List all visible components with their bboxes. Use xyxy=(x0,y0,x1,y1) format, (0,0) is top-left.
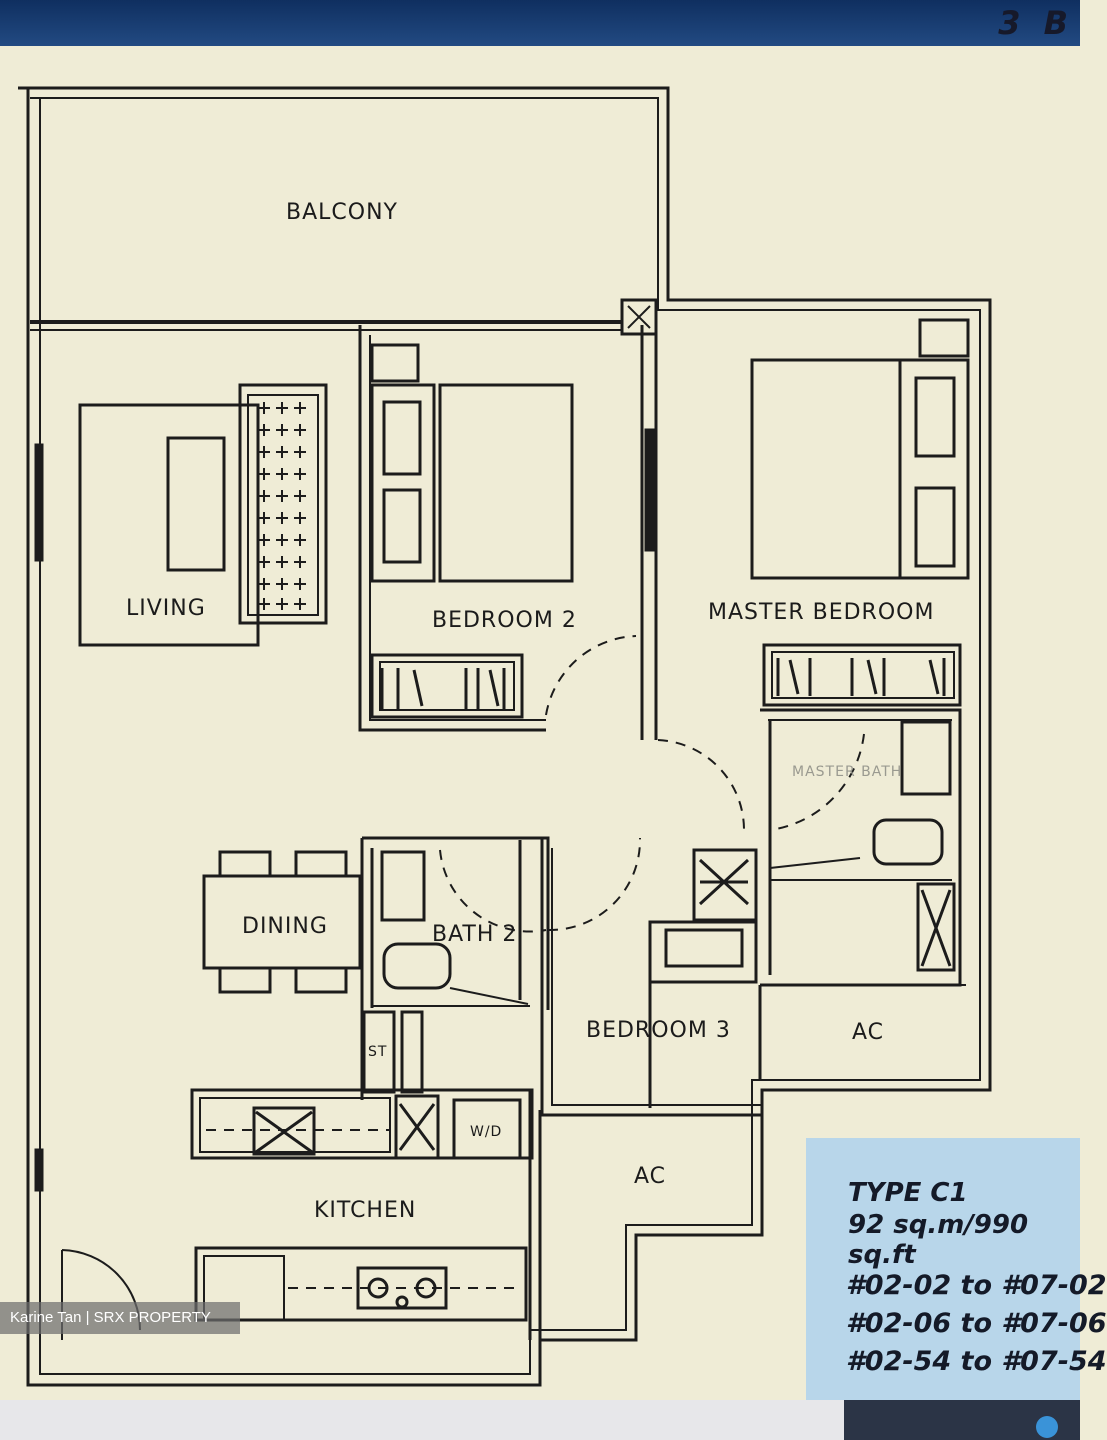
balcony-wall xyxy=(30,298,658,336)
unit-range-1: #02-02 to #07-02 xyxy=(846,1270,1107,1301)
label-living: LIVING xyxy=(126,596,206,621)
bedroom2-door-swing xyxy=(545,635,637,716)
left-windows xyxy=(34,443,44,1192)
unit-range-3: #02-54 to #07-54 xyxy=(846,1346,1107,1377)
living-furniture xyxy=(78,383,328,647)
bottom-bar xyxy=(0,1400,1080,1440)
label-ac-center: AC xyxy=(634,1164,667,1189)
master-bedroom-walls xyxy=(750,318,970,707)
bath2-walls xyxy=(360,836,550,1100)
master-door-swing xyxy=(657,739,746,831)
bedroom3-door-swing xyxy=(547,837,642,932)
central-partition xyxy=(640,325,658,740)
unit-info-box: TYPE C1 92 sq.m/990 sq.ft #02-02 to #07-… xyxy=(806,1138,1107,1400)
top-bar: 3 B xyxy=(0,0,1080,46)
bath2-door-swing xyxy=(439,849,547,933)
label-store: ST xyxy=(368,1044,388,1060)
outer-wall xyxy=(18,86,992,1387)
wardrobe-marks xyxy=(255,658,952,1154)
label-balcony: BALCONY xyxy=(286,200,398,225)
watermark: Karine Tan | SRX PROPERTY xyxy=(0,1302,240,1334)
unit-area: 92 sq.m/990 sq.ft xyxy=(848,1210,1029,1270)
label-washer-dryer: W/D xyxy=(470,1124,503,1140)
label-bedroom-3: BEDROOM 3 xyxy=(586,1018,731,1043)
bedroom2-walls xyxy=(358,325,574,732)
label-bedroom-2: BEDROOM 2 xyxy=(432,608,577,633)
dining-furniture xyxy=(202,850,362,994)
label-bath-2: BATH 2 xyxy=(432,922,518,947)
floor-plan xyxy=(18,86,992,1387)
label-ac-right: AC xyxy=(852,1020,885,1045)
unit-range-2: #02-06 to #07-06 xyxy=(846,1308,1107,1339)
master-bath-door-swing xyxy=(769,733,865,831)
bedroom3-walls xyxy=(540,838,762,1117)
living-feature-pattern xyxy=(258,402,306,610)
label-master-bath: MASTER BATH xyxy=(792,764,903,780)
kitchen-walls xyxy=(190,1010,542,1340)
label-master-bedroom: MASTER BEDROOM xyxy=(708,600,935,625)
app-icon xyxy=(1036,1416,1058,1438)
label-kitchen: KITCHEN xyxy=(314,1198,417,1223)
unit-type: TYPE C1 xyxy=(848,1178,968,1208)
label-dining: DINING xyxy=(242,914,328,939)
corner-text: 3 B xyxy=(998,4,1074,42)
